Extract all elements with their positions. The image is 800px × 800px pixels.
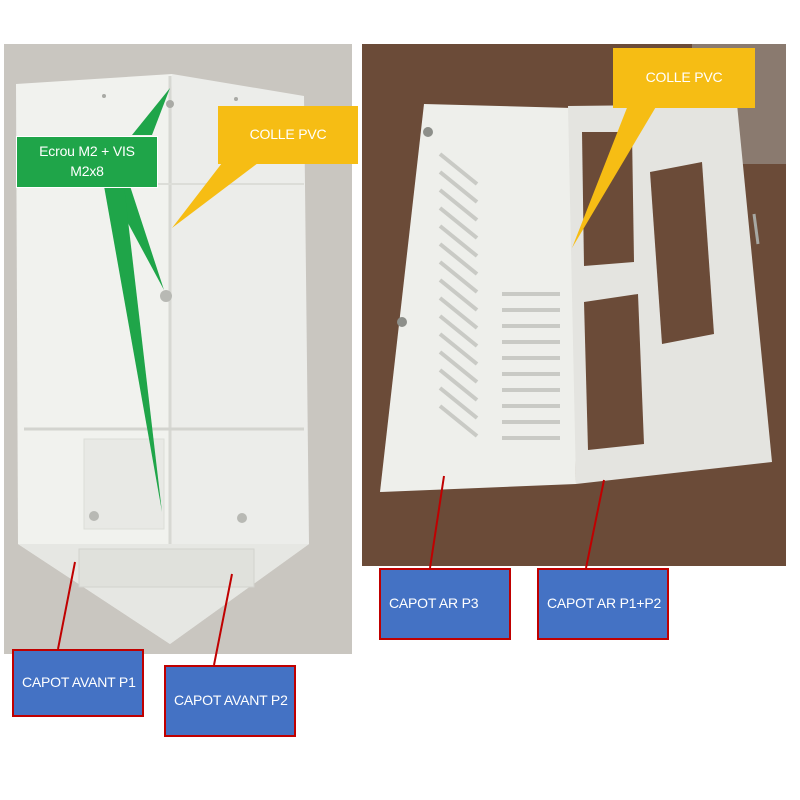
capot-avant-p2-text: CAPOT AVANT P2 — [174, 692, 288, 709]
photo-rear-cover — [362, 44, 786, 566]
capot-ar-p1p2-label: CAPOT AR P1+P2 — [537, 568, 669, 640]
ecrou-vis-text-line1: Ecrou M2 + VIS — [39, 143, 135, 160]
capot-avant-p1-text: CAPOT AVANT P1 — [22, 674, 136, 691]
colle-pvc-right-text: COLLE PVC — [645, 69, 723, 86]
ecrou-vis-callout: Ecrou M2 + VIS M2x8 — [16, 136, 158, 188]
capot-avant-p2-label: CAPOT AVANT P2 — [164, 665, 296, 737]
capot-ar-p3-label: CAPOT AR P3 — [379, 568, 511, 640]
capot-ar-p1p2-text: CAPOT AR P1+P2 — [547, 595, 662, 612]
colle-pvc-callout-right: COLLE PVC — [613, 48, 755, 108]
colle-pvc-callout-left: COLLE PVC — [218, 106, 358, 164]
capot-avant-p1-label: CAPOT AVANT P1 — [12, 649, 144, 717]
colle-pvc-left-text: COLLE PVC — [249, 126, 327, 143]
capot-ar-p3-text: CAPOT AR P3 — [389, 595, 479, 612]
ecrou-vis-text-line2: M2x8 — [70, 163, 104, 179]
